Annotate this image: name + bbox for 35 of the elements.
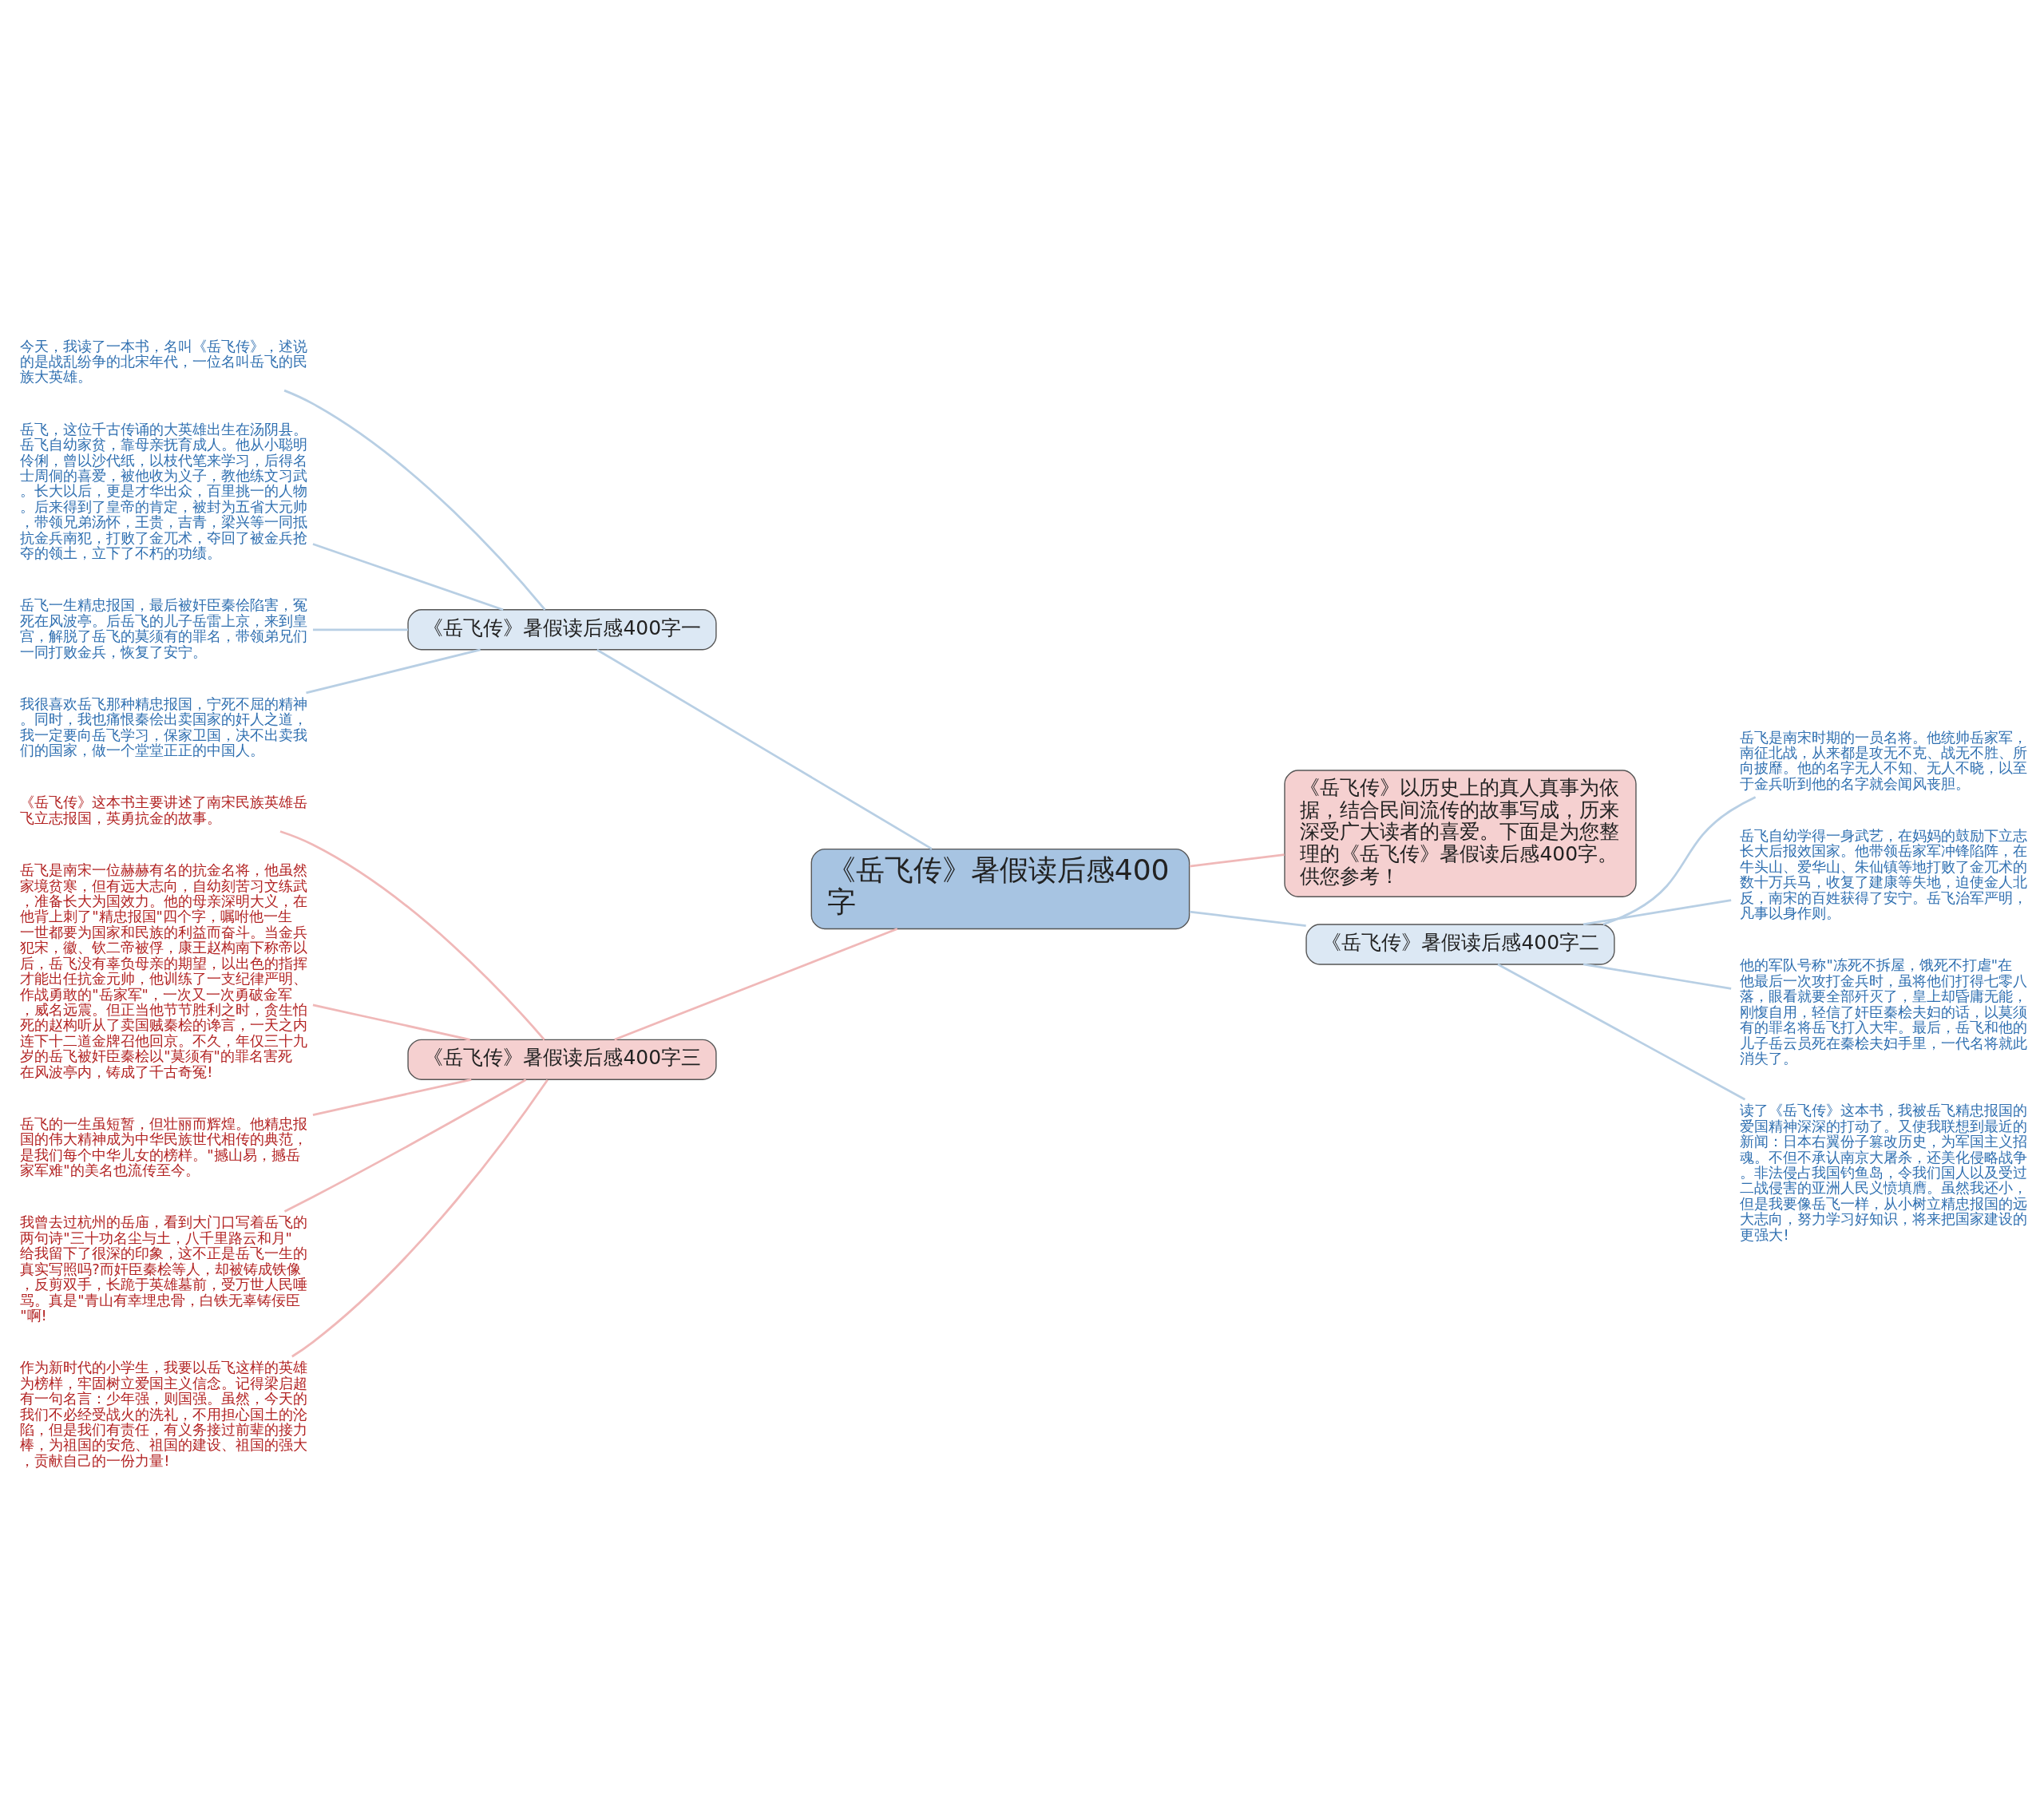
node-text: 《岳飞传》这本书主要讲述了南宋民族英雄岳飞立志报国，英勇抗金的故事。 bbox=[20, 794, 308, 826]
node-text: 岳飞，这位千古传诵的大英雄出生在汤阴县。岳飞自幼家贫，靠母亲抚育成人。他从小聪明伶俐，曾以沙代纸，以枝代笔来学习，后得名士周侗的喜爱，被他收为义子，教他练文习武。长大以后，更是才华出众，百里挑一的人物。后来得到了皇帝的肯定，被封为五省大元帅，带领兄弟汤怀，王贵，吉青，梁兴等一同抵抗金兵南犯，打败了金兀术，夺回了被金兵抢夺的领土，立下了不朽的功绩。 bbox=[20, 420, 308, 562]
connector bbox=[1189, 910, 1306, 928]
node-text: 岳飞自幼学得一身武艺，在妈妈的鼓励下立志长大后报效国家。他带领岳家军冲锋陷阵，在牛头山、爱华山、朱仙镇等地打败了金兀术的数十万兵马，收复了建康等失地，迫使金人北反，南宋的百姓获得了安宁。岳飞治军严明，凡事以身作则。 bbox=[1740, 827, 2028, 922]
connector bbox=[1189, 853, 1285, 868]
connector bbox=[312, 628, 408, 631]
node-text: 我曾去过杭州的岳庙，看到大门口写着岳飞的两句诗"三十功名尘与土，八千里路云和月"给我留下了很深的印象，这不正是岳飞一生的真实写照吗?而奸臣秦桧等人，却被铸成铁像，反剪双手，长跪于英雄墓前，受万世人民唾骂。真是"青山有幸埋忠骨，白铁无辜铸佞臣"啊! bbox=[20, 1213, 308, 1324]
node-box: 《岳飞传》暑假读后感400字二 bbox=[1305, 924, 1615, 965]
connector bbox=[1583, 963, 1732, 990]
node-text: 作为新时代的小学生，我要以岳飞这样的英雄为榜样，牢固树立爱国主义信念。记得梁启超有一句名言：少年强，则国强。虽然，今天的我们不必经受战火的洗礼，不用担心国土的沦陷，但是我们有责任，有义务接过前辈的接力棒，为祖国的安危、祖国的建设、祖国的强大，贡献自己的一份力量! bbox=[20, 1359, 308, 1469]
node-text: 岳飞是南宋一位赫赫有名的抗金名将，他虽然家境贫寒，但有远大志向，自幼刻苦习文练武，准备长大为国效力。他的母亲深明大义，在他背上刺了"精忠报国"四个字，嘱咐他一生一世都要为国家和民族的利益而奋斗。当金兵犯宋，徽、钦二帝被俘，康王赵构南下称帝以后，岳飞没有辜负母亲的期望，以出色的指挥才能出任抗金元帅，他训练了一支纪律严明、作战勇敢的"岳家军"，一次又一次勇破金军，威名远震。但正当他节节胜利之时，贪生怕死的赵构听从了卖国贼秦桧的谗言，一天之内连下十二道金牌召他回京。不久，年仅三十九岁的岳飞被奸臣秦桧以"莫须有"的罪名害死在风波亭内，铸成了千古奇冤! bbox=[20, 861, 308, 1080]
connector bbox=[283, 389, 546, 611]
node-box: 《岳飞传》暑假读后感400字三 bbox=[407, 1039, 717, 1080]
connector bbox=[312, 1079, 472, 1116]
connector bbox=[283, 1079, 527, 1213]
node-text: 读了《岳飞传》这本书，我被岳飞精忠报国的爱国精神深深的打动了。又使我联想到最近的新闻：日本右翼份子篡改历史，为军国主义招魂。不但不承认南京大屠杀，还美化侵略战争。非法侵占我国钓鱼岛，令我们国人以及受过二战侵害的亚洲人民义愤填膺。虽然我还小，但是我要像岳飞一样，从小树立精忠报国的远大志向，努力学习好知识，将来把国家建设的更强大! bbox=[1740, 1102, 2028, 1243]
node-text: 今天，我读了一本书，名叫《岳飞传》，述说的是战乱纷争的北宋年代，一位名叫岳飞的民族大英雄。 bbox=[20, 337, 308, 386]
connector bbox=[1602, 796, 1757, 926]
connector bbox=[306, 648, 481, 695]
node-text: 我很喜欢岳飞那种精忠报国，宁死不屈的精神。同时，我也痛恨秦侩出卖国家的奸人之道，我一定要向岳飞学习，保家卫国，决不出卖我们的国家，做一个堂堂正正的中国人。 bbox=[20, 695, 308, 759]
node-text: 岳飞是南宋时期的一员名将。他统帅岳家军，南征北战，从来都是攻无不克、战无不胜、所向披靡。他的名字无人不知、无人不晓，以至于金兵听到他的名字就会闻风丧胆。 bbox=[1740, 728, 2028, 792]
connector bbox=[596, 648, 933, 850]
node-text: 他的军队号称"冻死不拆屋，饿死不打虐"在他最后一次攻打金兵时，虽将他们打得七零八落，眼看就要全部歼灭了，皇上却昏庸无能，刚愎自用，轻信了奸臣秦桧夫妇的话，以莫须有的罪名将岳飞打入大牢。最后，岳飞和他的儿子岳云员死在秦桧夫妇手里，一代名将就此消失了。 bbox=[1740, 956, 2028, 1067]
connector bbox=[312, 543, 504, 612]
connector bbox=[279, 830, 545, 1041]
connector bbox=[1497, 963, 1746, 1101]
node-box: 《岳飞传》以历史上的真人真事为依据，结合民间流传的故事写成，历来深受广大读者的喜爱。下面是为您整理的《岳飞传》暑假读后感400字。供您参考！ bbox=[1284, 770, 1637, 897]
connector bbox=[291, 1079, 549, 1358]
node-text: 岳飞一生精忠报国，最后被奸臣秦侩陷害，冤死在风波亭。后岳飞的儿子岳雷上京，来到皇宫，解脱了岳飞的莫须有的罪名，带领弟兄们一同打败金兵，恢复了安宁。 bbox=[20, 596, 308, 660]
node-box: 《岳飞传》暑假读后感400字一 bbox=[407, 609, 717, 651]
connector bbox=[1583, 899, 1732, 926]
connector bbox=[312, 1003, 471, 1041]
node-box: 《岳飞传》暑假读后感400字 bbox=[810, 848, 1190, 930]
node-text: 岳飞的一生虽短暂，但壮丽而辉煌。他精忠报国的伟大精神成为中华民族世代相传的典范，是我们每个中华儿女的榜样。"撼山易，撼岳家军难"的美名也流传至今。 bbox=[20, 1114, 308, 1179]
connector bbox=[614, 928, 898, 1041]
